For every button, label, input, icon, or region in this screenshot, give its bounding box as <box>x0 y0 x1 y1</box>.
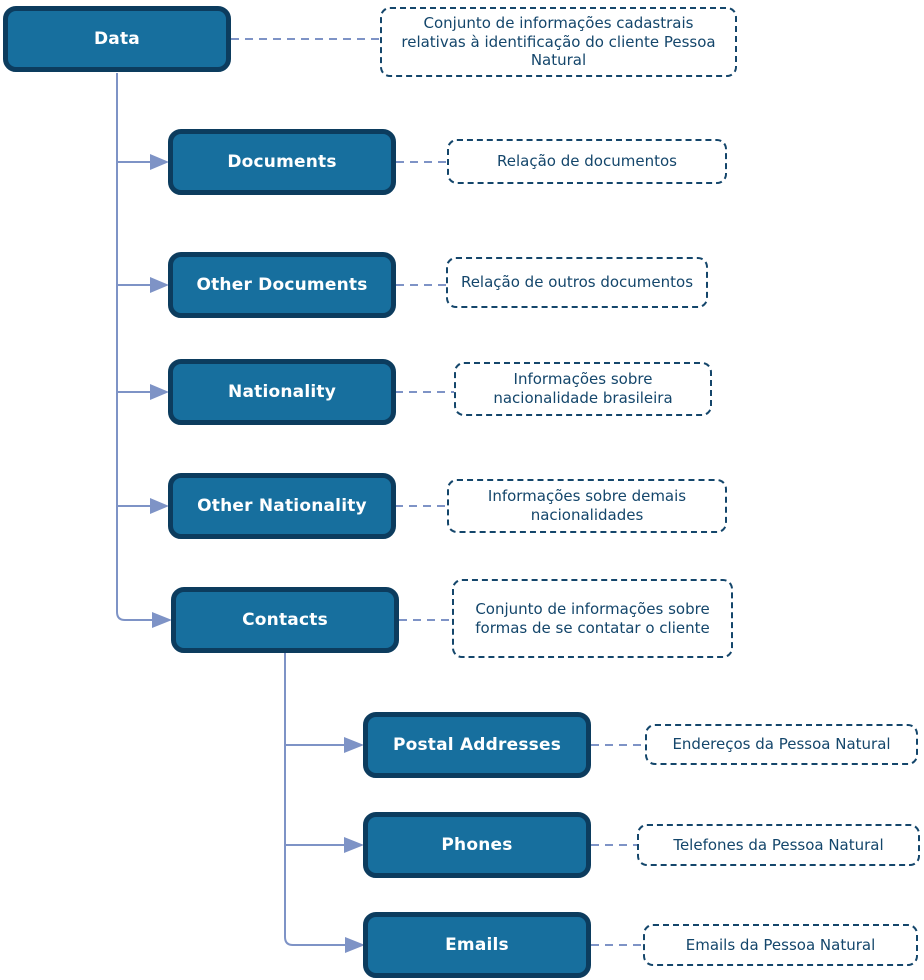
solid-tree-lines <box>116 73 345 946</box>
node-documents: Documents <box>168 129 396 195</box>
node-other-nationality-label: Other Nationality <box>197 496 367 516</box>
node-nationality: Nationality <box>168 359 396 425</box>
annotation-other-documents-text: Relação de outros documentos <box>460 273 694 292</box>
annotation-data-text: Conjunto de informações cadastrais relat… <box>401 13 716 70</box>
annotation-postal-addresses-text: Endereços da Pessoa Natural <box>672 735 891 754</box>
node-phones-label: Phones <box>441 835 513 855</box>
annotation-documents: Relação de documentos <box>447 139 727 184</box>
annotation-contacts: Conjunto de informações sobre formas de … <box>452 579 733 658</box>
node-documents-label: Documents <box>227 152 337 172</box>
annotation-data: Conjunto de informações cadastrais relat… <box>380 7 737 77</box>
annotation-nationality: Informações sobre nacionalidade brasilei… <box>454 362 712 416</box>
annotation-phones: Telefones da Pessoa Natural <box>637 824 920 866</box>
annotation-documents-text: Relação de documentos <box>497 152 677 171</box>
node-phones: Phones <box>363 812 591 878</box>
node-contacts-label: Contacts <box>242 610 328 630</box>
annotation-emails: Emails da Pessoa Natural <box>643 924 918 966</box>
node-data-label: Data <box>94 29 140 49</box>
annotation-phones-text: Telefones da Pessoa Natural <box>673 835 884 854</box>
dashed-annotation-lines <box>231 38 645 946</box>
node-contacts: Contacts <box>171 587 399 653</box>
node-emails: Emails <box>363 912 591 978</box>
annotation-contacts-text: Conjunto de informações sobre formas de … <box>475 599 710 637</box>
annotation-other-nationality: Informações sobre demais nacionalidades <box>447 479 727 533</box>
annotation-other-nationality-text: Informações sobre demais nacionalidades <box>487 487 687 524</box>
arrowheads <box>150 154 365 953</box>
node-other-documents: Other Documents <box>168 252 396 318</box>
node-other-documents-label: Other Documents <box>196 275 368 295</box>
node-postal-addresses: Postal Addresses <box>363 712 591 778</box>
annotation-nationality-text: Informações sobre nacionalidade brasilei… <box>493 370 673 407</box>
node-emails-label: Emails <box>445 935 509 955</box>
annotation-emails-text: Emails da Pessoa Natural <box>685 935 876 954</box>
annotation-postal-addresses: Endereços da Pessoa Natural <box>645 724 918 765</box>
node-postal-addresses-label: Postal Addresses <box>392 735 562 755</box>
node-other-nationality: Other Nationality <box>168 473 396 539</box>
node-nationality-label: Nationality <box>228 382 336 402</box>
node-data: Data <box>3 6 231 72</box>
annotation-other-documents: Relação de outros documentos <box>446 257 708 308</box>
